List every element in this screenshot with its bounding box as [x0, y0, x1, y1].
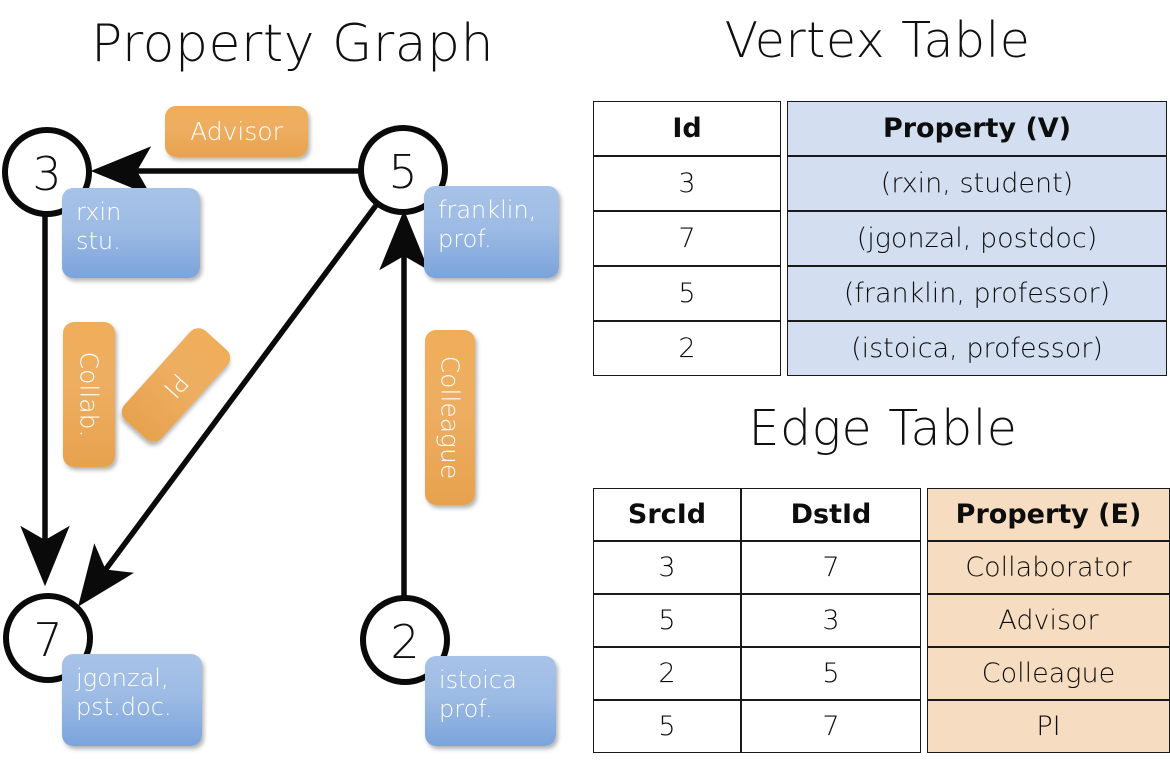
vertex-prop-box-rxin: rxin stu.	[62, 188, 200, 278]
column-spacer	[921, 647, 927, 700]
vertex-prop-box-istoica: istoica prof.	[425, 656, 556, 746]
edge-label-pi-text: PI	[157, 366, 195, 404]
page-title-property-graph: Property Graph	[90, 14, 495, 74]
edge-5-to-7	[78, 202, 380, 607]
page-title-vertex-table: Vertex Table	[724, 12, 1031, 69]
column-spacer	[921, 594, 927, 647]
edge-row-0-src: 3	[593, 541, 741, 594]
edge-label-advisor-text: Advisor	[190, 117, 283, 146]
vertex-row-3-property: (istoica, professor)	[787, 321, 1167, 376]
table-row: 5 (franklin, professor)	[593, 266, 1167, 321]
column-spacer	[781, 321, 787, 376]
vertex-row-1-property: (jgonzal, postdoc)	[787, 211, 1167, 266]
table-row: 2 5 Colleague	[593, 647, 1170, 700]
node-circle-5	[358, 125, 448, 215]
edge-row-3-dst: 7	[741, 700, 921, 753]
edge-table-header-srcid: SrcId	[593, 488, 741, 541]
table-row: 5 3 Advisor	[593, 594, 1170, 647]
edge-row-2-property: Colleague	[927, 647, 1170, 700]
vertex-prop-box-rxin-line2: stu.	[76, 227, 121, 256]
vertex-prop-box-istoica-line2: prof.	[439, 695, 493, 724]
edge-table-header-property: Property (E)	[927, 488, 1170, 541]
edge-row-3-src: 5	[593, 700, 741, 753]
edge-row-0-property: Collaborator	[927, 541, 1170, 594]
edge-table-header-dstid: DstId	[741, 488, 921, 541]
vertex-prop-box-franklin-line2: prof.	[438, 225, 492, 254]
vertex-row-1-id: 7	[593, 211, 781, 266]
edge-row-2-dst: 5	[741, 647, 921, 700]
edge-table: SrcId DstId Property (E) 3 7 Collaborato…	[593, 488, 1170, 753]
vertex-prop-box-istoica-line1: istoica	[439, 666, 517, 694]
edge-row-3-property: PI	[927, 700, 1170, 753]
vertex-prop-box-jgonzal-line2: pst.doc.	[76, 693, 172, 722]
vertex-row-0-property: (rxin, student)	[787, 156, 1167, 211]
column-spacer	[781, 156, 787, 211]
vertex-row-2-property: (franklin, professor)	[787, 266, 1167, 321]
column-spacer	[921, 488, 927, 541]
vertex-row-3-id: 2	[593, 321, 781, 376]
edge-table-header-row: SrcId DstId Property (E)	[593, 488, 1170, 541]
table-row: 5 7 PI	[593, 700, 1170, 753]
vertex-prop-box-jgonzal-line1: jgonzal,	[76, 664, 169, 692]
edge-row-1-src: 5	[593, 594, 741, 647]
edge-label-colleague-text: Colleague	[435, 355, 465, 480]
column-spacer	[921, 700, 927, 753]
edge-label-collab-text: Collab.	[74, 351, 104, 438]
vertex-table: Id Property (V) 3 (rxin, student) 7 (jgo…	[593, 101, 1167, 376]
vertex-row-0-id: 3	[593, 156, 781, 211]
edge-label-advisor: Advisor	[165, 106, 308, 157]
edge-row-1-property: Advisor	[927, 594, 1170, 647]
table-row: 3 7 Collaborator	[593, 541, 1170, 594]
table-row: 7 (jgonzal, postdoc)	[593, 211, 1167, 266]
edge-row-0-dst: 7	[741, 541, 921, 594]
column-spacer	[781, 101, 787, 156]
vertex-row-2-id: 5	[593, 266, 781, 321]
edge-row-2-src: 2	[593, 647, 741, 700]
vertex-table-header-id: Id	[593, 101, 781, 156]
column-spacer	[781, 211, 787, 266]
edge-row-1-dst: 3	[741, 594, 921, 647]
vertex-prop-box-rxin-line1: rxin	[76, 198, 122, 226]
column-spacer	[921, 541, 927, 594]
vertex-prop-box-jgonzal: jgonzal, pst.doc.	[62, 654, 202, 746]
page-title-edge-table: Edge Table	[748, 400, 1018, 457]
vertex-prop-box-franklin: franklin, prof.	[424, 186, 559, 278]
table-row: 3 (rxin, student)	[593, 156, 1167, 211]
edge-label-colleague: Colleague	[425, 330, 475, 505]
column-spacer	[781, 266, 787, 321]
edge-label-collab: Collab.	[63, 322, 115, 467]
vertex-table-header-row: Id Property (V)	[593, 101, 1167, 156]
table-row: 2 (istoica, professor)	[593, 321, 1167, 376]
vertex-prop-box-franklin-line1: franklin,	[438, 196, 537, 224]
vertex-table-header-property: Property (V)	[787, 101, 1167, 156]
